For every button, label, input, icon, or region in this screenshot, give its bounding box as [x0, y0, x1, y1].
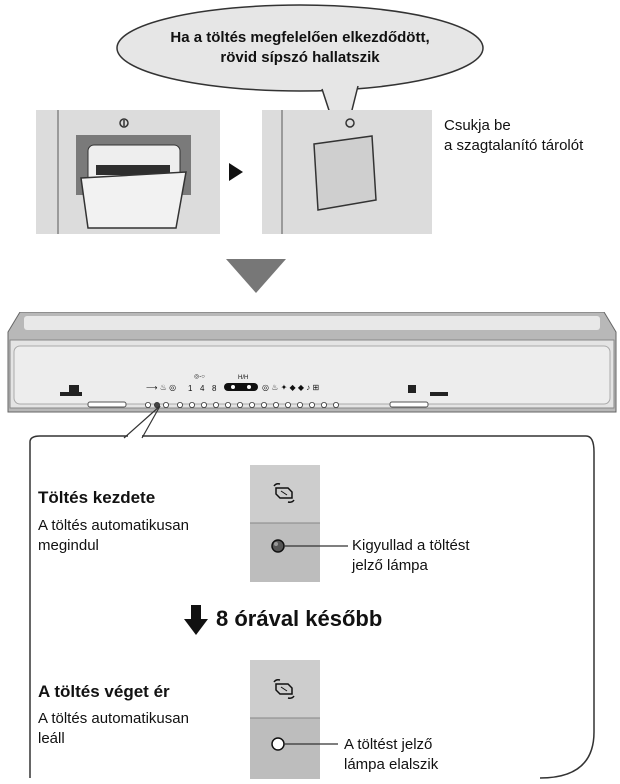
end-callout-line-2: lámpa elalszik — [344, 756, 439, 773]
end-desc-line-2: leáll — [38, 730, 65, 747]
device-panel: ⟶ ♨ ◎ ◎-○ 1 4 8 H/H ◎ ♨ ✦ ◆ ◆ ♪ ⊞ — [7, 312, 617, 413]
panel-lamp — [332, 402, 339, 409]
callout-connector — [123, 405, 161, 439]
panel-lamp — [308, 402, 315, 409]
start-lamp-box — [250, 465, 320, 582]
panel-lamp — [296, 402, 303, 409]
panel-lamp — [153, 402, 160, 409]
svg-text:H/H: H/H — [238, 375, 248, 381]
right-arrow-icon — [229, 163, 243, 181]
panel-lamp — [224, 402, 231, 409]
charge-indicator-icon — [273, 679, 295, 699]
lamp-off-icon — [271, 737, 338, 751]
panel-lamp — [236, 402, 243, 409]
svg-text:◎-○: ◎-○ — [194, 374, 205, 380]
end-title: A töltés véget ér — [38, 682, 170, 701]
start-callout: Kigyullad a töltést jelző lámpa — [352, 536, 470, 576]
bubble-text: Ha a töltés megfelelően elkezdődött, röv… — [120, 28, 480, 68]
open-compartment-photo — [36, 110, 220, 234]
end-description: A töltés automatikusan leáll — [38, 709, 189, 749]
close-instruction-line-2: a szagtalanító tárolót — [444, 137, 584, 154]
start-title: Töltés kezdete — [38, 488, 156, 507]
bubble-line-2: rövid sípszó hallatszik — [220, 49, 380, 66]
svg-text:⟶ ♨ ◎: ⟶ ♨ ◎ — [146, 383, 176, 392]
panel-number-4: 4 — [200, 384, 205, 393]
detail-frame — [29, 435, 595, 779]
panel-lamp — [212, 402, 219, 409]
panel-lamp — [200, 402, 207, 409]
later-label: 8 órával később — [216, 606, 383, 631]
end-callout-line-1: A töltést jelző — [344, 736, 433, 753]
panel-lamp — [284, 402, 291, 409]
panel-number-8: 8 — [212, 384, 217, 393]
bubble-line-1: Ha a töltés megfelelően elkezdődött, — [170, 29, 430, 46]
panel-number-1: 1 — [188, 384, 193, 393]
down-arrow-icon — [184, 605, 208, 635]
panel-lamp — [260, 402, 267, 409]
panel-lamp — [144, 402, 151, 409]
charge-indicator-icon — [273, 483, 295, 503]
end-callout: A töltést jelző lámpa elalszik — [344, 735, 438, 775]
down-triangle-icon — [226, 259, 286, 293]
panel-lamp — [176, 402, 183, 409]
panel-lamp — [162, 402, 169, 409]
panel-lamp — [320, 402, 327, 409]
close-instruction: Csukja be a szagtalanító tárolót — [444, 116, 583, 156]
start-desc-line-2: megindul — [38, 537, 99, 554]
close-instruction-line-1: Csukja be — [444, 117, 511, 134]
start-description: A töltés automatikusan megindul — [38, 516, 189, 556]
panel-lamp — [188, 402, 195, 409]
start-callout-line-2: jelző lámpa — [352, 557, 428, 574]
lamp-on-icon — [271, 539, 348, 553]
panel-lamp — [248, 402, 255, 409]
svg-text:◎ ♨ ✦ ◆ ◆ ♪ ⊞: ◎ ♨ ✦ ◆ ◆ ♪ ⊞ — [262, 383, 319, 392]
end-desc-line-1: A töltés automatikusan — [38, 710, 189, 727]
closed-compartment-photo — [262, 110, 432, 234]
start-desc-line-1: A töltés automatikusan — [38, 517, 189, 534]
start-callout-line-1: Kigyullad a töltést — [352, 537, 470, 554]
end-lamp-box — [250, 660, 320, 779]
panel-lamp — [272, 402, 279, 409]
